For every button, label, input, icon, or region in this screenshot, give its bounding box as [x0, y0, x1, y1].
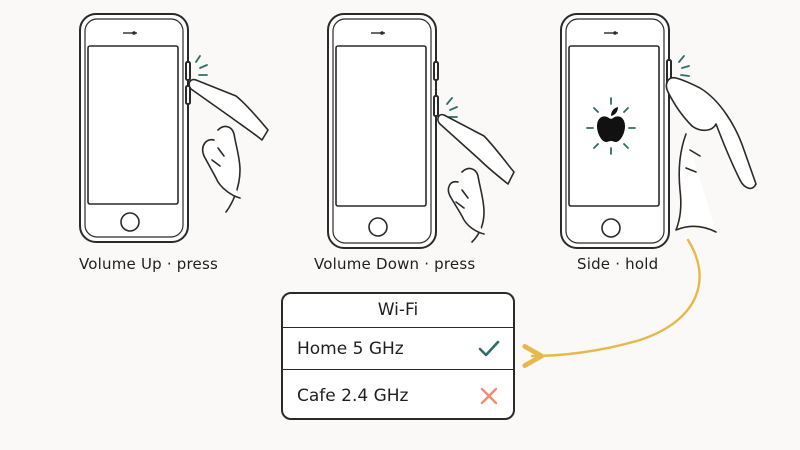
check-icon [478, 340, 500, 357]
wifi-network-list: Wi-Fi Home 5 GHz Cafe 2.4 GHz [281, 292, 515, 420]
network-name: Home 5 GHz [297, 339, 404, 359]
press-burst-icon [446, 97, 458, 118]
phone-volume-up [79, 13, 191, 243]
boot-glow-icon [586, 97, 636, 155]
wifi-title: Wi-Fi [377, 300, 419, 320]
wifi-network-row[interactable]: Home 5 GHz [283, 327, 513, 369]
step-label-volume-down: Volume Down · press [314, 255, 476, 273]
network-name: Cafe 2.4 GHz [297, 386, 409, 406]
hand-pressing-volume-up [188, 78, 269, 213]
hold-burst-icon [678, 55, 690, 77]
apple-logo-icon [597, 107, 625, 142]
step-label-volume-up: Volume Up · press [79, 255, 218, 273]
phone-volume-down [327, 13, 439, 249]
flow-arrow [522, 238, 701, 369]
cross-icon [480, 387, 498, 405]
hand-holding-side-button [665, 76, 757, 233]
wifi-network-row[interactable]: Cafe 2.4 GHz [283, 369, 513, 418]
hand-pressing-volume-down [437, 113, 515, 243]
step-label-side-hold: Side · hold [577, 255, 659, 273]
press-burst-icon [195, 55, 208, 76]
